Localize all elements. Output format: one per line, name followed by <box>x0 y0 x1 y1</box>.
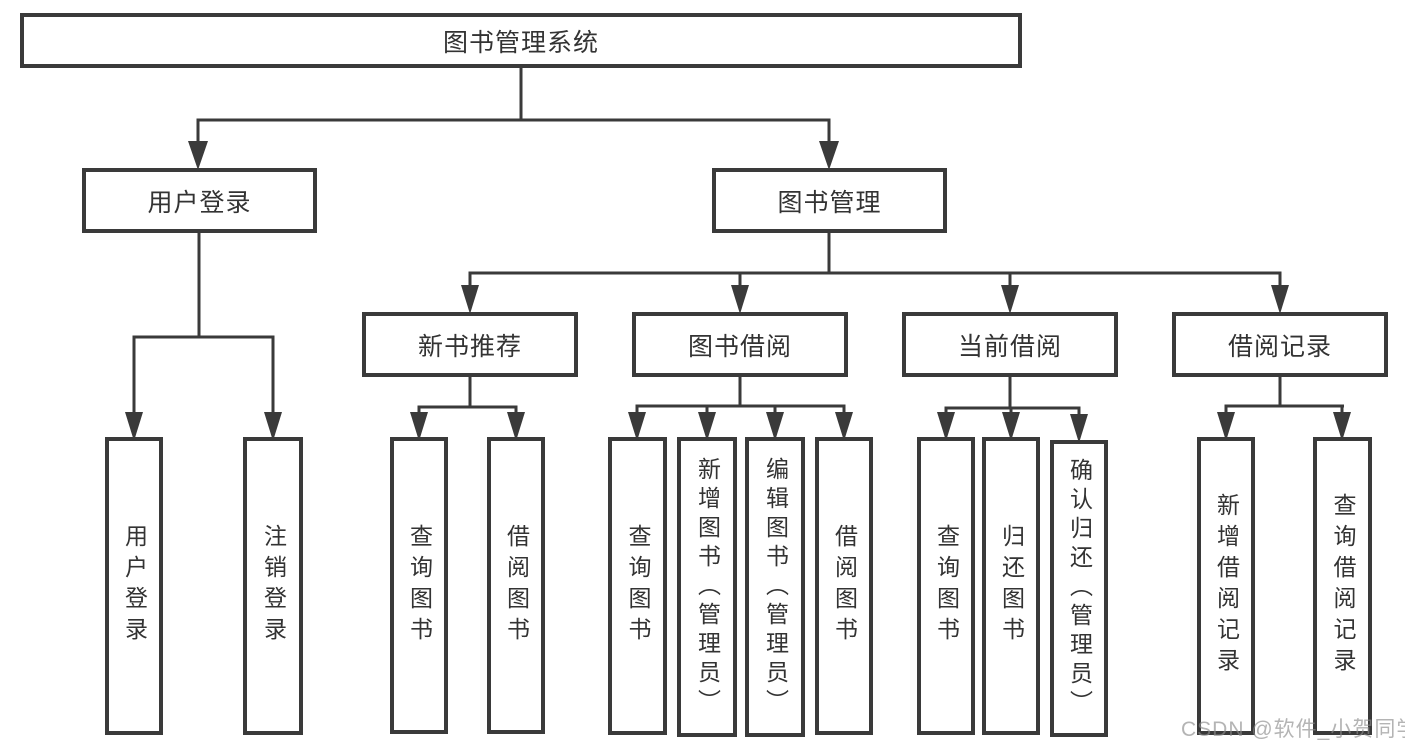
leaf-bb-query-books: 查询图书 <box>608 437 667 735</box>
leaf-br-query-record: 查询借阅记录 <box>1313 437 1372 735</box>
leaf-cb-confirm-return-admin: 确认归还（管理员） <box>1050 440 1108 737</box>
node-borrow-records: 借阅记录 <box>1172 312 1388 377</box>
leaf-cb-query-books: 查询图书 <box>917 437 975 735</box>
connectors-root-to-level1 <box>196 66 831 147</box>
arrowheads-book-borrow-children <box>628 412 853 441</box>
node-book-borrow: 图书借阅 <box>632 312 848 377</box>
node-current-borrow: 当前借阅 <box>902 312 1118 377</box>
node-root-system: 图书管理系统 <box>20 13 1022 68</box>
leaf-br-add-record: 新增借阅记录 <box>1197 437 1255 735</box>
arrowheads-level1 <box>188 141 839 170</box>
arrowheads-current-borrow-children <box>937 412 1088 443</box>
arrowheads-new-book-recommend-children <box>410 412 525 441</box>
csdn-watermark: CSDN @软件_小贺同学 <box>1181 718 1405 741</box>
leaf-nbr-query-books: 查询图书 <box>390 437 448 734</box>
arrowheads-user-login-children <box>125 412 282 441</box>
leaf-bb-edit-books-admin: 编辑图书（管理员） <box>745 437 805 737</box>
leaf-bb-add-books-admin: 新增图书（管理员） <box>677 437 737 737</box>
connectors-user-login-children <box>132 231 275 418</box>
leaf-logout: 注销登录 <box>243 437 303 735</box>
connectors-borrow-records-children <box>1224 375 1344 418</box>
arrowheads-level2 <box>461 285 1289 314</box>
connectors-book-borrow-children <box>635 375 846 418</box>
node-user-login: 用户登录 <box>82 168 317 233</box>
node-book-management: 图书管理 <box>712 168 947 233</box>
leaf-user-login: 用户登录 <box>105 437 163 735</box>
leaf-nbr-borrow-books: 借阅图书 <box>487 437 545 734</box>
connectors-new-book-recommend-children <box>417 375 518 418</box>
node-new-book-recommend: 新书推荐 <box>362 312 578 377</box>
leaf-cb-return-books: 归还图书 <box>982 437 1040 735</box>
arrowheads-borrow-records-children <box>1217 412 1351 441</box>
connectors-book-management-children <box>468 231 1282 290</box>
leaf-bb-borrow-books: 借阅图书 <box>815 437 873 735</box>
